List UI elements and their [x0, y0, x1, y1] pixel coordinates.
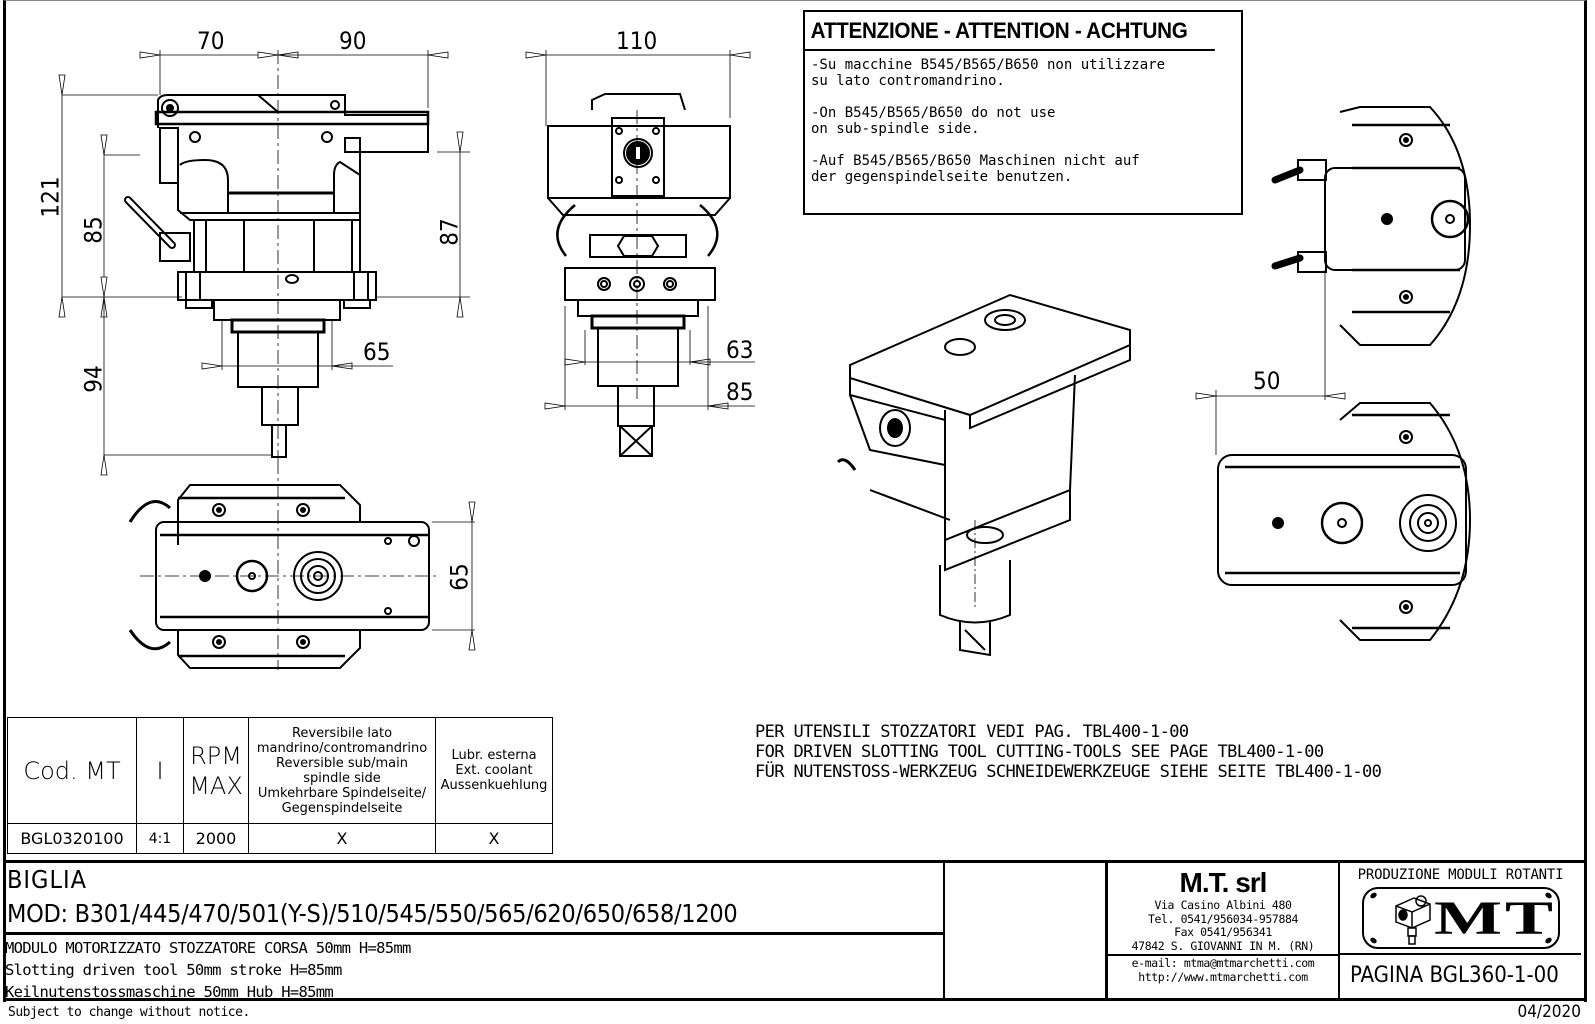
logo-screw-icon — [1368, 936, 1378, 945]
cell-coolant: X — [435, 823, 553, 854]
dim-width-right: 90 — [339, 27, 367, 55]
header-reversible-line: Reversible sub/main — [276, 755, 408, 771]
logo-screw-icon — [1368, 891, 1378, 900]
company-tel: Tel. 0541/956034-957884 — [1147, 911, 1299, 926]
description-italian: MODULO MOTORIZZATO STOZZATORE CORSA 50mm… — [5, 939, 411, 957]
cell-code: BGL0320100 — [7, 823, 137, 854]
warning-text-english: -On B545/B565/B650 do not use on sub-spi… — [811, 105, 1056, 137]
header-coolant: Lubr. esterna Ext. coolant Aussenkuehlun… — [435, 717, 553, 824]
header-coolant-line: Aussenkuehlung — [440, 778, 548, 793]
cell-ratio: 4:1 — [136, 823, 184, 854]
dim-side-diameter-inner: 63 — [726, 336, 754, 364]
dim-side-diameter-outer: 85 — [726, 378, 754, 406]
header-reversible-line: Gegenspindelseite — [281, 800, 403, 816]
dim-stroke: 50 — [1253, 367, 1281, 395]
title-description-cell: MODULO MOTORIZZATO STOZZATORE CORSA 50mm… — [3, 935, 945, 1001]
machine-brand: BIGLIA — [7, 865, 88, 894]
logo-text: MT — [1433, 892, 1556, 945]
stroke-detail-view — [1195, 106, 1472, 641]
company-website: http://www.mtmarchetti.com — [1138, 969, 1308, 984]
header-reversible: Reversibile lato mandrino/contromandrino… — [248, 717, 436, 824]
company-email: e-mail: mtma@mtmarchetti.com — [1131, 956, 1315, 970]
machine-models: MOD: B301/445/470/501(Y-S)/510/545/550/5… — [7, 899, 738, 928]
header-code: Cod. MT — [7, 717, 137, 824]
company-fax: Fax 0541/956341 — [1174, 925, 1272, 939]
dim-width-left: 70 — [197, 27, 225, 55]
header-rpm: RPM MAX — [183, 717, 249, 824]
cell-rpm: 2000 — [183, 823, 249, 854]
logo-module-icon — [1394, 895, 1431, 945]
dim-side-width: 110 — [616, 27, 658, 55]
tool-note-english: FOR DRIVEN SLOTTING TOOL CUTTING-TOOLS S… — [755, 742, 1324, 762]
dim-height-right: 87 — [435, 218, 464, 246]
table-row: BGL0320100 4:1 2000 X X — [7, 823, 553, 854]
drawing-frame — [3, 0, 1587, 1002]
header-rpm-line2: MAX — [189, 771, 243, 800]
production-cell: PRODUZIONE MODULI ROTANTI MT — [1340, 863, 1581, 955]
revision-date: 04/2020 — [1517, 1002, 1581, 1022]
dim-top-width: 65 — [445, 563, 474, 591]
disclaimer: Subject to change without notice. — [8, 1005, 250, 1020]
production-label: PRODUZIONE MODULI ROTANTI — [1357, 867, 1564, 883]
header-coolant-line: Lubr. esterna — [451, 748, 537, 763]
top-view — [128, 460, 476, 670]
dim-height-upper: 85 — [79, 216, 108, 244]
cell-reversible: X — [248, 823, 436, 854]
empty-title-cell — [945, 863, 1108, 1001]
title-machine-cell: BIGLIA MOD: B301/445/470/501(Y-S)/510/54… — [3, 863, 945, 935]
description-german: Keilnutenstossmaschine 50mm Hub H=85mm — [5, 983, 334, 1001]
warning-title: ATTENZIONE - ATTENTION - ACHTUNG — [805, 12, 1215, 51]
company-address: Via Casino Albini 480 — [1154, 898, 1292, 912]
dim-height-total: 121 — [36, 176, 65, 218]
description-english: Slotting driven tool 50mm stroke H=85mm — [5, 961, 342, 979]
tool-note-german: FÜR NUTENSTOSS-WERKZEUG SCHNEIDEWERKZEUG… — [755, 762, 1382, 782]
header-coolant-line: Ext. coolant — [455, 763, 533, 778]
header-reversible-line: Reversibile lato — [291, 725, 393, 741]
isometric-view — [836, 293, 1131, 657]
tool-reference-note: PER UTENSILI STOZZATORI VEDI PAG. TBL400… — [755, 722, 1382, 782]
spec-table: Cod. MT I RPM MAX Reversibile lato mandr… — [7, 717, 553, 854]
page-cell: PAGINA BGL360-1-00 — [1340, 955, 1581, 1001]
dim-height-lower: 94 — [79, 365, 108, 393]
page-number: PAGINA BGL360-1-00 — [1350, 963, 1559, 988]
header-reversible-line: mandrino/contromandrino — [256, 740, 428, 756]
company-city: 47842 S. GIOVANNI IN M. (RN) — [1131, 938, 1315, 953]
header-ratio: I — [136, 717, 184, 824]
company-info: M.T. srl Via Casino Albini 480 Tel. 0541… — [1108, 863, 1340, 1001]
front-view — [58, 50, 470, 476]
warning-box: ATTENZIONE - ATTENTION - ACHTUNG -Su mac… — [803, 10, 1243, 215]
warning-text-german: -Auf B545/B565/B650 Maschinen nicht auf … — [811, 153, 1140, 185]
dim-shank-diameter: 65 — [363, 338, 391, 366]
company-logo: MT — [1361, 887, 1560, 949]
side-view — [525, 50, 755, 457]
tool-note-italian: PER UTENSILI STOZZATORI VEDI PAG. TBL400… — [755, 722, 1189, 742]
header-rpm-line1: RPM — [190, 741, 242, 770]
warning-text-italian: -Su macchine B545/B565/B650 non utilizza… — [811, 57, 1166, 89]
title-block: BIGLIA MOD: B301/445/470/501(Y-S)/510/54… — [3, 860, 1587, 1001]
company-name: M.T. srl — [1179, 867, 1268, 898]
header-reversible-line: spindle side — [303, 770, 381, 786]
header-reversible-line: Umkehrbare Spindelseite/ — [257, 785, 427, 801]
